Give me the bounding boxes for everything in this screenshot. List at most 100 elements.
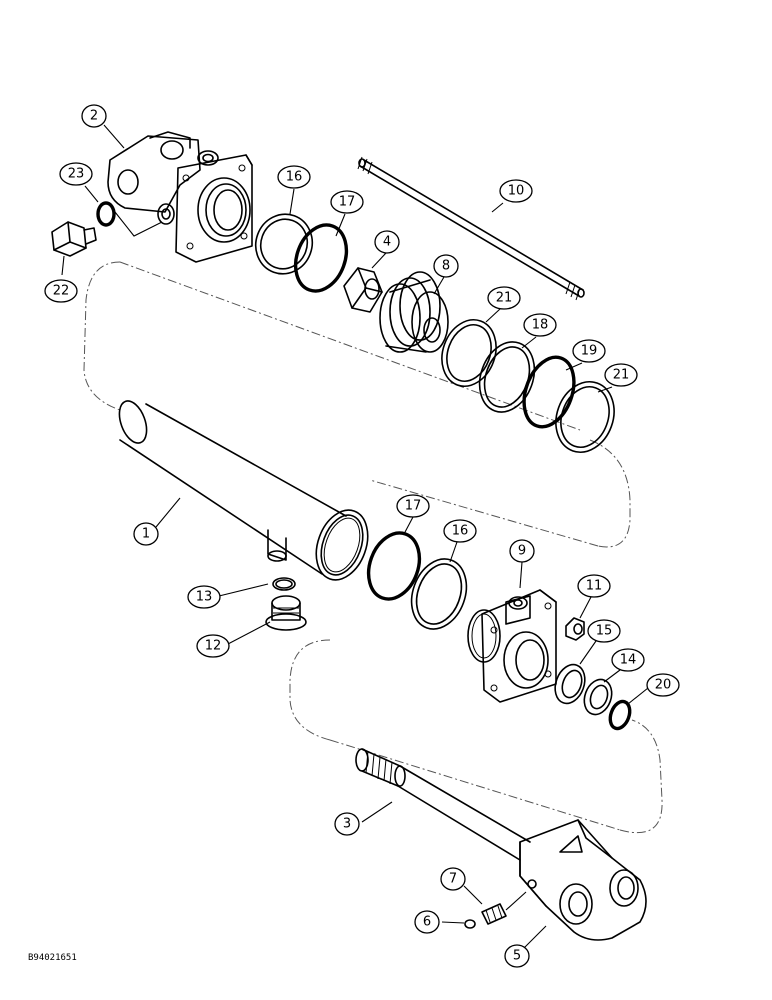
- callout-number: 12: [205, 639, 222, 654]
- small-nut: [565, 617, 585, 641]
- callout-number: 7: [449, 872, 457, 887]
- callout-circle: [509, 539, 535, 563]
- backup-ring-upper: [254, 213, 314, 275]
- callout-circle: [59, 162, 93, 186]
- callout-number: 2: [90, 109, 98, 124]
- callout-part-3: 3: [334, 812, 360, 836]
- callout-number: 3: [343, 817, 351, 832]
- callout-circle: [396, 494, 430, 518]
- callout-part-7: 7: [440, 867, 466, 891]
- callout-part-20: 20: [646, 673, 680, 697]
- callout-number: 21: [613, 368, 630, 383]
- callout-circle: [443, 519, 477, 543]
- callout-number: 21: [496, 291, 513, 306]
- port-plug: [265, 595, 307, 631]
- callout-part-22: 22: [44, 279, 78, 303]
- callout-part-14: 14: [611, 648, 645, 672]
- callout-circle: [646, 673, 680, 697]
- callout-number: 16: [452, 524, 469, 539]
- callout-number: 23: [68, 167, 85, 182]
- callout-part-12: 12: [196, 634, 230, 658]
- callout-part-6: 6: [414, 910, 440, 934]
- callout-number: 4: [383, 235, 391, 250]
- rod-seal: [554, 663, 586, 705]
- o-ring-19: [522, 355, 576, 429]
- rod-gland: [467, 589, 557, 703]
- callout-part-18: 18: [523, 313, 557, 337]
- callout-circle: [523, 313, 557, 337]
- callout-part-15: 15: [587, 619, 621, 643]
- callout-number: 17: [405, 499, 422, 514]
- wear-ring-a: [441, 319, 497, 387]
- callout-number: 1: [142, 527, 150, 542]
- callout-part-17b: 17: [396, 494, 430, 518]
- callout-circle: [374, 230, 400, 254]
- callout-part-19: 19: [572, 339, 606, 363]
- callout-number: 20: [655, 678, 672, 693]
- callout-part-1: 1: [133, 522, 159, 546]
- callout-part-2: 2: [81, 104, 107, 128]
- callout-circle: [611, 648, 645, 672]
- backup-ring-18: [478, 341, 536, 413]
- callout-number: 10: [508, 184, 525, 199]
- callout-circle: [187, 585, 221, 609]
- callout-number: 16: [286, 170, 303, 185]
- callout-circle: [604, 363, 638, 387]
- callout-circle: [81, 104, 107, 128]
- assembly-boundary-lines: [83, 261, 663, 834]
- callout-circle: [414, 910, 440, 934]
- o-ring-13: [272, 577, 296, 591]
- callout-number: 14: [620, 653, 637, 668]
- callout-number: 11: [586, 579, 603, 594]
- callout-part-13: 13: [187, 585, 221, 609]
- rod-wiper: [583, 678, 613, 716]
- callout-circle: [440, 867, 466, 891]
- o-ring-lower: [366, 531, 422, 601]
- callout-part-21a: 21: [487, 286, 521, 310]
- callout-circle: [133, 522, 159, 546]
- hex-plug: [51, 221, 97, 257]
- callout-labels: 1234567891011121314151616171718192021212…: [44, 104, 680, 968]
- callout-number: 18: [532, 318, 549, 333]
- set-screw: [481, 891, 527, 925]
- callout-part-16a: 16: [277, 165, 311, 189]
- piston-rod: [355, 748, 531, 861]
- leader-lines: [61, 124, 649, 949]
- piston: [379, 271, 449, 353]
- callout-number: 19: [581, 344, 598, 359]
- callout-number: 6: [423, 915, 431, 930]
- callout-circle: [577, 574, 611, 598]
- o-ring-small-upper: [96, 201, 163, 237]
- callout-circle: [433, 254, 459, 278]
- callout-part-16b: 16: [443, 519, 477, 543]
- cylinder-barrel: [118, 400, 369, 581]
- callout-circle: [504, 944, 530, 968]
- callout-number: 17: [339, 195, 356, 210]
- callout-circle: [572, 339, 606, 363]
- callout-circle: [44, 279, 78, 303]
- rod-clevis: [519, 819, 647, 941]
- tie-rod: [357, 156, 585, 301]
- callout-number: 9: [518, 544, 526, 559]
- callout-circle: [277, 165, 311, 189]
- callout-number: 22: [53, 284, 70, 299]
- callout-number: 13: [196, 590, 213, 605]
- figure-code: B94021651: [28, 953, 77, 963]
- callout-circle: [196, 634, 230, 658]
- callout-circle: [487, 286, 521, 310]
- callout-part-4: 4: [374, 230, 400, 254]
- wear-ring-b: [555, 381, 615, 453]
- callout-part-23: 23: [59, 162, 93, 186]
- callout-circle: [499, 179, 533, 203]
- callout-part-21b: 21: [604, 363, 638, 387]
- o-ring-upper: [293, 223, 349, 293]
- callout-part-17a: 17: [330, 190, 364, 214]
- steel-ball: [464, 919, 476, 929]
- backup-ring-lower: [410, 558, 468, 630]
- callout-number: 8: [442, 259, 450, 274]
- hex-nut: [343, 267, 383, 313]
- callout-number: 15: [596, 624, 613, 639]
- o-ring-20: [608, 699, 632, 731]
- callout-circle: [334, 812, 360, 836]
